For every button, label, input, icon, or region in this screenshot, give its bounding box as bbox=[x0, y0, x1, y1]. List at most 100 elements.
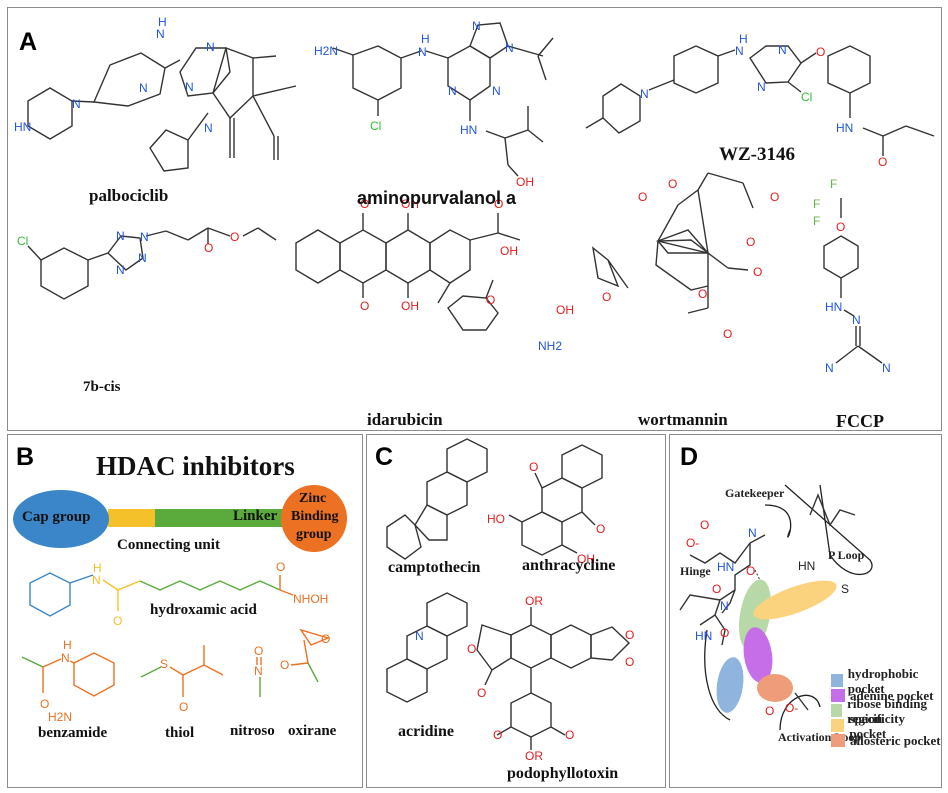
atom-label: Cl bbox=[17, 234, 28, 248]
structure-benzamide: H N O H2N bbox=[21, 638, 115, 724]
atom-label: O bbox=[493, 728, 502, 742]
atom-label: OH bbox=[500, 244, 518, 258]
atom-label: O bbox=[360, 197, 369, 211]
structure-hydroxamic-acid: H N O O NHOH bbox=[29, 560, 328, 628]
atom-label: O bbox=[321, 632, 330, 646]
connecting-unit-label: Connecting unit bbox=[117, 537, 220, 553]
legend-item: ribose binding region bbox=[831, 696, 941, 726]
atom-label: OH bbox=[556, 303, 574, 317]
legend-label: adenine pocket bbox=[850, 688, 934, 703]
legend-label: allosteric pocket bbox=[850, 733, 941, 748]
structure-anthracycline: O HO O OH bbox=[487, 444, 605, 566]
legend-swatch bbox=[831, 719, 845, 732]
atom-label: N bbox=[138, 251, 147, 265]
atom-label: O bbox=[486, 293, 495, 307]
atom-label: O bbox=[753, 265, 762, 279]
atom-label: O bbox=[625, 628, 634, 642]
structure-aminopurvalanol-a: H2N H N N N N N Cl HN OH bbox=[314, 19, 554, 189]
legend-label: hydrophobic pocket bbox=[847, 665, 919, 696]
hdac-title: HDAC inhibitors bbox=[96, 451, 295, 481]
legend-swatch bbox=[831, 704, 843, 717]
panel-c: C O HO O OH N bbox=[366, 434, 666, 788]
atom-label: O bbox=[565, 728, 574, 742]
atom-label: O bbox=[746, 235, 755, 249]
atom-label: N bbox=[852, 313, 861, 327]
panel-c-label: C bbox=[375, 443, 394, 471]
compound-name-oxirane: oxirane bbox=[288, 723, 337, 739]
compound-name-anthracycline: anthracycline bbox=[522, 557, 616, 574]
atom-label: O bbox=[720, 626, 729, 640]
compound-name-wz-3146: WZ-3146 bbox=[719, 144, 795, 165]
atom-label: N bbox=[185, 80, 194, 94]
linker-label: Linker bbox=[233, 508, 278, 524]
linker-bar bbox=[155, 509, 289, 527]
compound-name-7b-cis: 7b-cis bbox=[83, 379, 121, 395]
structure-idarubicin: O OH O OH O OH O OH NH2 bbox=[295, 197, 574, 353]
compound-name-thiol: thiol bbox=[165, 725, 195, 741]
atom-label: O bbox=[477, 686, 486, 700]
atom-label: N bbox=[139, 81, 148, 95]
atom-label: HN bbox=[717, 560, 734, 574]
pocket-adenine bbox=[743, 627, 773, 683]
atom-label: O bbox=[638, 190, 647, 204]
gatekeeper-loop bbox=[764, 504, 792, 538]
atom-label: N bbox=[448, 84, 457, 98]
structure-podophyllotoxin: OR O O O O O O OR bbox=[467, 594, 634, 763]
atom-label: O bbox=[746, 564, 755, 578]
zinc-binding-label-2: Binding bbox=[291, 509, 339, 524]
legend-swatch bbox=[831, 674, 843, 687]
panel-d-label: D bbox=[680, 443, 699, 471]
cap-group-ellipse bbox=[13, 490, 109, 548]
atom-label: H bbox=[158, 15, 167, 29]
compound-name-hydroxamic-acid: hydroxamic acid bbox=[150, 602, 257, 618]
atom-label: N bbox=[505, 41, 514, 55]
compound-name-benzamide: benzamide bbox=[38, 725, 108, 741]
pocket-specificity bbox=[753, 580, 837, 620]
structure-wortmannin: O O O O O O O O bbox=[592, 172, 779, 341]
compound-name-acridine: acridine bbox=[398, 723, 454, 740]
atom-label: Cl bbox=[370, 119, 381, 133]
structure-camptothecin bbox=[386, 438, 488, 560]
atom-label: N bbox=[72, 97, 81, 111]
atom-label: N bbox=[61, 651, 70, 665]
atom-label: N bbox=[418, 45, 427, 59]
atom-label: N bbox=[156, 27, 165, 41]
atom-label: O bbox=[836, 220, 845, 234]
atom-label: O bbox=[280, 658, 289, 672]
atom-label: N bbox=[778, 43, 787, 57]
p-loop-label: P Loop bbox=[828, 548, 865, 562]
atom-label: F bbox=[813, 197, 820, 211]
atom-label: F bbox=[813, 214, 820, 228]
connecting-unit-bar bbox=[108, 509, 156, 527]
structure-palbociclib: H N N N N N HN N bbox=[14, 15, 297, 172]
structure-nitroso: O N bbox=[254, 644, 263, 697]
atom-label: HN bbox=[798, 559, 815, 573]
panel-b-label: B bbox=[16, 443, 35, 471]
atom-label: N bbox=[492, 84, 501, 98]
atom-label: O bbox=[816, 45, 825, 59]
atom-label: N bbox=[116, 229, 125, 243]
atom-label: N bbox=[92, 573, 101, 587]
atom-label: OH bbox=[401, 299, 419, 313]
atom-label: H2N bbox=[48, 710, 72, 724]
atom-label: H bbox=[63, 638, 72, 652]
atom-label: O- bbox=[686, 536, 699, 550]
atom-label: O bbox=[230, 230, 239, 244]
atom-label: H bbox=[421, 32, 430, 46]
panel-b-structures: H N O O NHOH H N O H2N S O bbox=[21, 560, 330, 724]
atom-label: O bbox=[765, 704, 774, 718]
structure-oxirane: O O bbox=[280, 628, 330, 683]
atom-label: Cl bbox=[801, 90, 812, 104]
structure-wz-3146: H N N N O N Cl HN O bbox=[585, 32, 935, 169]
atom-label: N bbox=[204, 121, 213, 135]
atom-label: S bbox=[841, 582, 849, 596]
atom-label: N bbox=[472, 19, 481, 33]
atom-label: OR bbox=[525, 594, 543, 608]
atom-label: NH2 bbox=[538, 339, 562, 353]
atom-label: HN bbox=[825, 300, 842, 314]
atom-label: O bbox=[668, 177, 677, 191]
atom-label: O bbox=[700, 518, 709, 532]
zinc-binding-ellipse bbox=[281, 485, 347, 552]
atom-label: HN bbox=[14, 120, 31, 134]
atom-label: O bbox=[113, 614, 122, 628]
